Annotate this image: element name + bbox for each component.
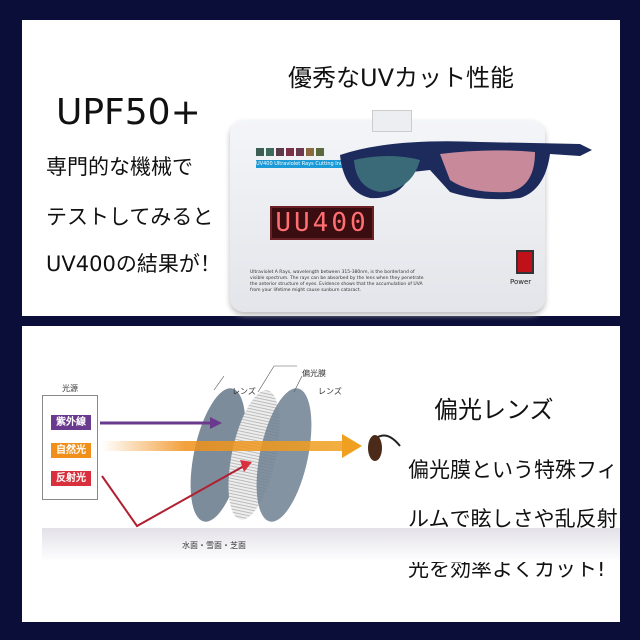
polarized-heading: 偏光レンズ bbox=[434, 396, 554, 424]
indicator-strip: UV400 Ultraviolet Rays Cutting Indicator bbox=[256, 160, 344, 168]
swatch bbox=[266, 148, 274, 156]
uv-line-2: テストしてみると bbox=[46, 205, 214, 229]
ground-surface: 水面・雪面・芝面 bbox=[42, 528, 620, 562]
swatch bbox=[296, 148, 304, 156]
polarization-diagram bbox=[100, 365, 401, 528]
uv-line-3: UV400の結果が！ bbox=[46, 252, 221, 276]
ground-label: 水面・雪面・芝面 bbox=[182, 541, 246, 550]
uv-heading: 優秀なUVカット性能 bbox=[288, 64, 514, 92]
uv-arrowhead bbox=[210, 417, 222, 429]
reflected-light-tag: 反射光 bbox=[51, 471, 91, 486]
swatch bbox=[306, 148, 314, 156]
swatch bbox=[276, 148, 284, 156]
power-label: Power bbox=[510, 278, 532, 286]
lens-label-1: レンズ bbox=[232, 387, 256, 396]
swatch bbox=[256, 148, 264, 156]
reflected-beam bbox=[101, 465, 245, 528]
sunglasses-image bbox=[340, 141, 592, 200]
eye-icon bbox=[368, 434, 401, 461]
polarized-panel: 偏光レンズ 偏光膜という特殊フィ ルムで眩しさや乱反射 光を効率よくカット! 水… bbox=[22, 326, 620, 622]
polarized-line-1: 偏光膜という特殊フィ bbox=[408, 458, 618, 482]
tester-clip bbox=[372, 110, 412, 132]
natural-light-arrowhead bbox=[342, 434, 362, 458]
uv-tester-device: UV400 Ultraviolet Rays Cutting Indicator… bbox=[230, 110, 592, 312]
natural-light-tag: 自然光 bbox=[51, 443, 91, 458]
power-switch[interactable] bbox=[516, 250, 534, 274]
natural-light-beam bbox=[102, 441, 342, 451]
polarized-line-2: ルムで眩しさや乱反射 bbox=[408, 507, 618, 531]
light-source-box: 紫外線 自然光 反射光 bbox=[42, 395, 98, 500]
swatch bbox=[286, 148, 294, 156]
light-source-label: 光源 bbox=[62, 384, 78, 393]
uv-readout: UU400 bbox=[270, 206, 374, 240]
device-description: Ultraviolet A Rays, wavelength between 3… bbox=[250, 270, 424, 293]
swatch bbox=[316, 148, 324, 156]
uv-line-1: 専門的な機械で bbox=[46, 155, 193, 179]
lens-label-2: レンズ bbox=[318, 387, 342, 396]
upf-label: UPF50+ bbox=[56, 92, 201, 133]
film-label: 偏光膜 bbox=[302, 369, 326, 378]
uv-tag: 紫外線 bbox=[51, 415, 91, 430]
lens-back bbox=[256, 388, 312, 522]
reflected-arrowhead bbox=[240, 460, 252, 472]
uv-panel: 優秀なUVカット性能 UPF50+ 専門的な機械で テストしてみると UV400… bbox=[22, 20, 620, 316]
